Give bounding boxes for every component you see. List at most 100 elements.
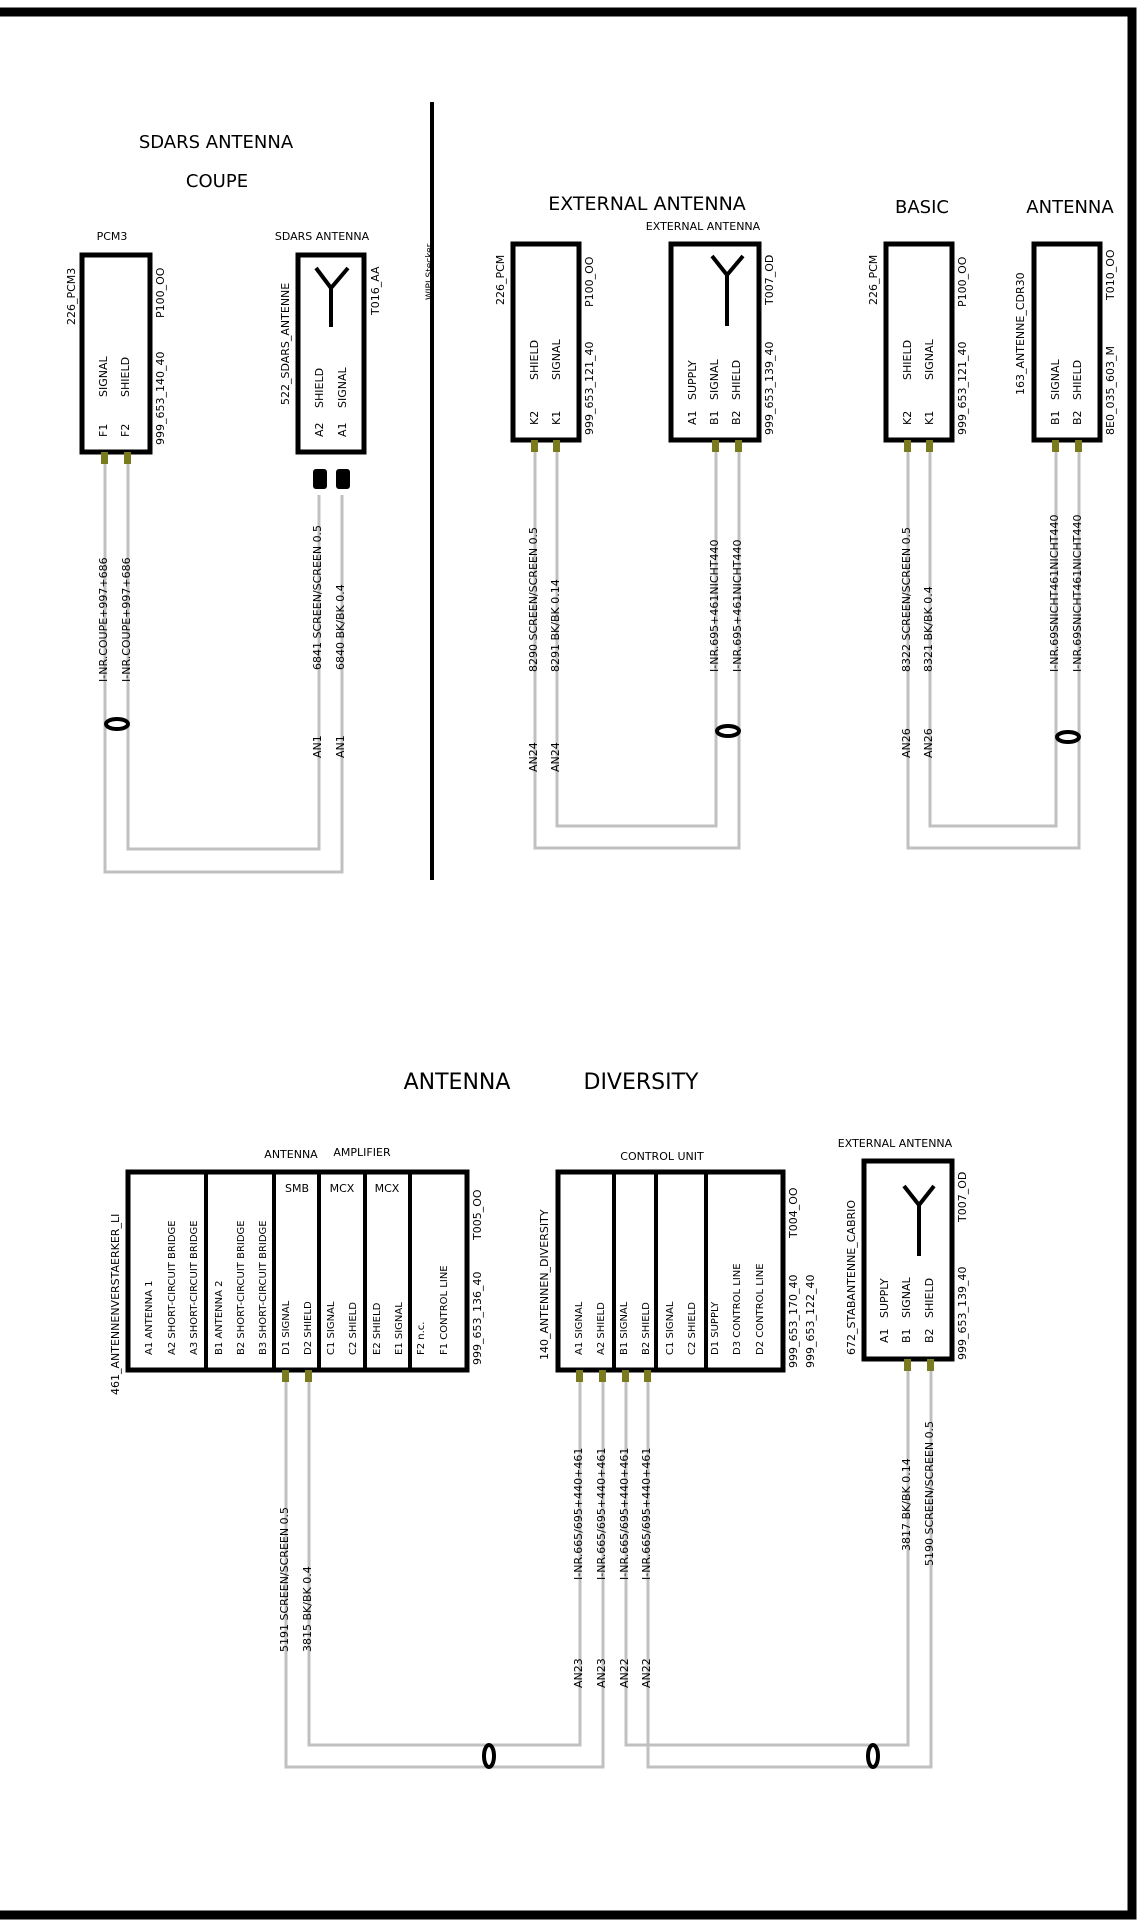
pin-id: F1 [97,424,110,437]
wire-label: 8321 BK/BK 0.4 [922,586,935,672]
wire-label: 8290 SCREEN/SCREEN 0.5 [527,527,540,672]
pin-label: SHIELD [923,1278,936,1318]
top-wiring: I-NR.COUPE+997+686 I-NR.COUPE+997+686 68… [97,440,1084,874]
coax-plug-icon [313,469,327,489]
diversity-row: A1 SIGNAL [574,1301,585,1355]
diversity-row: D2 CONTROL LINE [755,1263,766,1355]
amp-connector: T005_OO [471,1189,484,1241]
pin-label: SHIELD [119,357,132,397]
cabrio-title: EXTERNAL ANTENNA [838,1137,953,1150]
pin-id: A2 [313,422,326,437]
diversity-row: D3 CONTROL LINE [732,1263,743,1355]
wire-label: I-NR.665/695+440+461 [640,1448,653,1580]
amp-row: C2 SHIELD [348,1302,359,1355]
pin-label: SIGNAL [1049,358,1062,400]
pin-id: B1 [1049,410,1062,425]
pin-id: K1 [550,411,563,425]
pin-label: SIGNAL [900,1276,913,1318]
connector-label: AN1 [311,735,324,758]
diversity-part-number: 999_653_122_40 [804,1275,817,1368]
ext-antenna-connector: T007_OD [763,255,776,306]
twisted-pair-icon [866,1743,880,1769]
antenna-cdr30-module: 163_ANTENNE_CDR30 T010_OO 8E0_035_603_M … [1014,241,1117,443]
pin-label: SUPPLY [878,1278,891,1318]
antenna-amplifier-module: ANTENNA AMPLIFIER SMB MCX MCX 461_ANTENN… [109,1146,484,1395]
external-antenna-module: EXTERNAL ANTENNA T007_OD 999_653_139_40 … [646,220,776,443]
connector-label: AN26 [900,728,913,758]
pin-label: SHIELD [901,340,914,380]
amp-sub-mcx: MCX [375,1182,400,1195]
pin-id: B1 [708,410,721,425]
wire-label: 3817 BK/BK 0.14 [900,1458,913,1551]
amp-title-amplifier: AMPLIFIER [333,1146,391,1159]
pin-id: K2 [901,411,914,425]
wire-label: I-NR.695+461NICHT440 [731,539,744,672]
amp-part-number: 999_653_136_40 [471,1272,484,1365]
pin-id: B2 [1071,410,1084,425]
cabrio-external-antenna-module: EXTERNAL ANTENNA 672_STABANTENNE_CABRIO … [838,1137,969,1362]
pcm3-module: PCM3 226_PCM3 P100_OO 999_653_140_40 F1 … [65,230,167,455]
amp-row: B2 SHORT-CIRCUIT BRIDGE [236,1220,247,1355]
coax-plug-icon [336,469,350,489]
pin-label: SHIELD [730,360,743,400]
wire-label: I-NR.695+461NICHT440 [708,539,721,672]
diversity-id: 140_ANTENNEN_DIVERSITY [538,1209,551,1360]
pcm-id: 226_PCM [494,255,507,305]
cabrio-part-number: 999_653_139_40 [956,1267,969,1360]
amp-row: D1 SIGNAL [281,1300,292,1355]
section-title-external-antenna: EXTERNAL ANTENNA [548,193,746,215]
sdars-connector: T016_AA [369,266,382,316]
pin-id: A1 [878,1328,891,1343]
diversity-row: C2 SHIELD [687,1302,698,1355]
wire-label: 6841 SCREEN/SCREEN 0.5 [311,525,324,670]
pcm-part-number: 999_653_121_40 [583,342,596,435]
pin-id: F2 [119,424,132,437]
amp-row: A2 SHORT-CIRCUIT BRIDGE [167,1220,178,1355]
wire-label: 8291 BK/BK 0.14 [549,579,562,672]
sdars-title: SDARS ANTENNA [275,230,370,243]
wire-label: 5190 SCREEN/SCREEN 0.5 [923,1421,936,1566]
wire-label: 8322 SCREEN/SCREEN 0.5 [900,527,913,672]
pin-id: B1 [900,1328,913,1343]
connector-label: AN24 [527,742,540,772]
connector-label: AN24 [549,742,562,772]
pin-id: A1 [686,410,699,425]
connector-label: AN22 [640,1658,653,1688]
antenna-icon [710,254,745,326]
cdr30-id: 163_ANTENNE_CDR30 [1014,272,1027,395]
wire-label: I-NR.COUPE+997+686 [97,557,110,682]
pcm-basic-connector: P100_OO [956,256,969,307]
amp-row: B1 ANTENNA 2 [214,1281,225,1356]
wire-label: I-NR.665/695+440+461 [572,1448,585,1580]
amp-row: A1 ANTENNA 1 [144,1281,155,1355]
sdars-id: 522_SDARS_ANTENNE [279,283,292,405]
pin-label: SHIELD [313,368,326,408]
diversity-row: A2 SHIELD [596,1302,607,1355]
section-title-antenna: ANTENNA [1026,197,1114,218]
pin-id: A1 [336,422,349,437]
wire-label: I-NR.69SNICHT461NICHT440 [1048,515,1061,672]
pin-id: K2 [528,411,541,425]
pin-id: K1 [923,411,936,425]
wire-label: I-NR.665/695+440+461 [595,1448,608,1580]
twisted-pair-icon [1055,730,1081,744]
twisted-pair-icon [482,1743,496,1769]
diversity-control-unit: CONTROL UNIT 140_ANTENNEN_DIVERSITY T004… [538,1150,817,1373]
pcm3-title: PCM3 [97,230,128,243]
pin-label: SHIELD [528,340,541,380]
wire-label: I-NR.COUPE+997+686 [120,557,133,682]
diversity-connector: T004_OO [787,1187,800,1239]
ext-antenna-part-number: 999_653_139_40 [763,342,776,435]
cabrio-id: 672_STABANTENNE_CABRIO [845,1200,858,1355]
connector-label: AN23 [572,1658,585,1688]
diversity-row: B2 SHIELD [641,1302,652,1355]
connector-label: AN22 [618,1658,631,1688]
antenna-icon [314,266,350,327]
section-title-sdars: SDARS ANTENNA [139,132,294,153]
pin-id: B2 [923,1328,936,1343]
amp-row: F2 n.c. [416,1322,427,1356]
connector-label: AN1 [334,735,347,758]
wire-label: 5191 SCREEN/SCREEN 0.5 [278,1507,291,1652]
pin-label: SIGNAL [550,338,563,380]
wire-label: I-NR.665/695+440+461 [618,1448,631,1580]
